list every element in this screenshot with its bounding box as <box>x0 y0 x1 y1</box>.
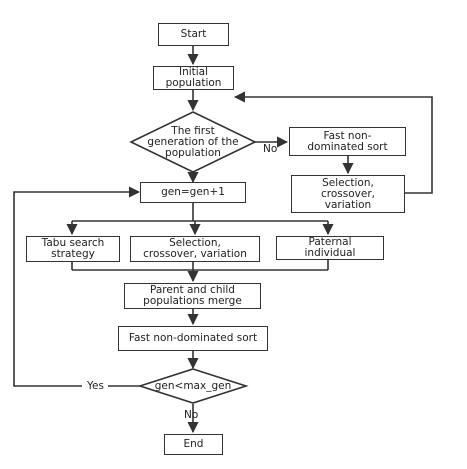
fast-sort-2-node: Fast non-dominated sort <box>118 326 268 351</box>
yes-label-loop: Yes <box>87 380 104 392</box>
selection-2-node: Selection, crossover, variation <box>130 236 260 262</box>
paternal-individual-label: Paternal individual <box>304 236 356 259</box>
gen-increment-node: gen=gen+1 <box>140 182 246 203</box>
decision-first-generation-shape <box>129 111 257 173</box>
fast-sort-1-node: Fast non- dominated sort <box>289 127 406 156</box>
initial-population-node: Initial population <box>153 66 234 90</box>
fast-sort-1-label: Fast non- dominated sort <box>307 129 388 153</box>
fast-sort-2-label: Fast non-dominated sort <box>128 332 258 344</box>
first-generation-decision: The first generation of the population <box>143 120 243 164</box>
merge-label: Parent and child populations merge <box>143 284 242 307</box>
merge-node: Parent and child populations merge <box>124 283 261 309</box>
edge-selection1-loop <box>233 91 433 194</box>
paternal-individual-node: Paternal individual <box>276 236 384 260</box>
no-label-end: No <box>184 409 199 421</box>
gen-check-label: gen<max_gen <box>154 379 232 392</box>
edge-yes-loop-return <box>13 186 141 387</box>
no-label-first: No <box>263 143 278 155</box>
selection-1-label: Selection, crossover, variation <box>321 176 375 211</box>
decision-gen-check-shape <box>137 368 249 404</box>
selection-2-label: Selection, crossover, variation <box>143 237 247 260</box>
end-label: End <box>183 438 204 450</box>
tabu-search-node: Tabu search strategy <box>26 236 120 262</box>
tabu-search-label: Tabu search strategy <box>41 237 105 260</box>
first-generation-label: The first generation of the population <box>147 124 239 159</box>
start-label: Start <box>180 28 207 40</box>
end-node: End <box>164 434 223 455</box>
gen-check-decision: gen<max_gen <box>150 379 236 393</box>
selection-1-node: Selection, crossover, variation <box>291 175 405 213</box>
gen-increment-label: gen=gen+1 <box>161 186 225 198</box>
start-node: Start <box>158 23 229 46</box>
initial-population-label: Initial population <box>165 66 222 89</box>
